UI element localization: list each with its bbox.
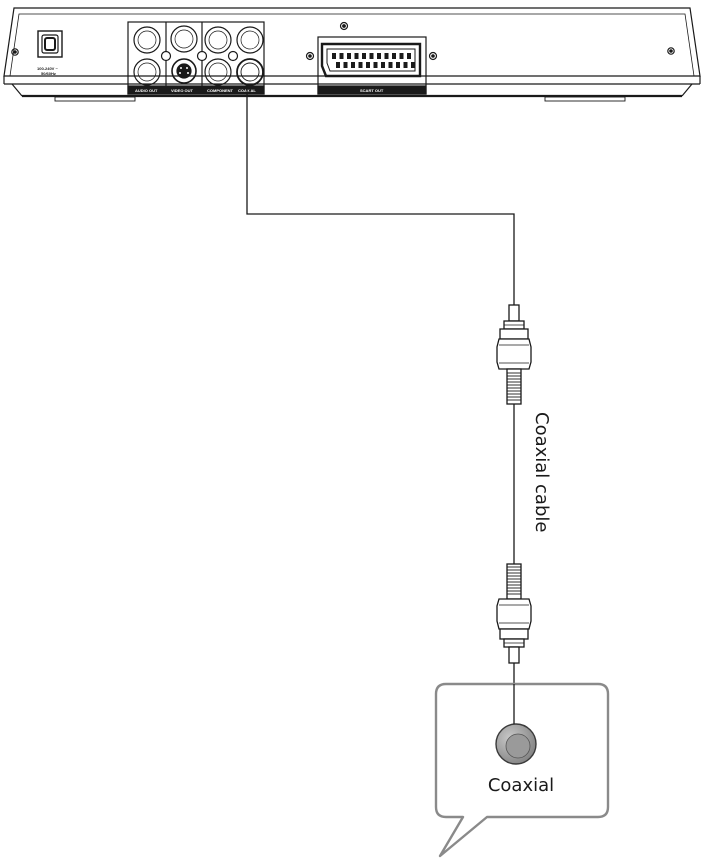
- coaxial-in-port-icon: [495, 723, 537, 765]
- component-pb-jack-icon: [236, 26, 264, 54]
- upper-rca-plug-icon: [496, 304, 532, 405]
- component-y-jack-icon: [204, 26, 232, 54]
- receiver-port-label: Coaxial: [488, 775, 554, 796]
- lower-rca-plug-icon: [496, 563, 532, 664]
- screw-left-icon: [11, 48, 19, 56]
- av-connector-block: [127, 21, 265, 95]
- video-out-label: VIDEO OUT: [171, 88, 194, 93]
- receiver-callout: Coaxial: [434, 682, 610, 858]
- screw-right-icon: [667, 47, 675, 55]
- scart-pins: [332, 53, 415, 68]
- power-label-line2: 50/60Hz: [41, 71, 56, 76]
- scart-label: SCART OUT: [360, 88, 384, 93]
- coaxial-cable: [246, 84, 515, 722]
- audio-out-right-jack-icon: [133, 58, 161, 86]
- cable-label: Coaxial cable: [531, 412, 552, 532]
- coaxial-out-jack-icon: [236, 58, 264, 86]
- scart-connector: [305, 36, 438, 95]
- power-label-line1: 100-240V ~: [37, 66, 58, 71]
- audio-out-left-jack-icon: [133, 26, 161, 54]
- device-rear-panel: 100-240V ~ 50/60Hz AUDIO OUT VIDEO OUT C…: [3, 7, 701, 102]
- screw-top-icon: [339, 21, 349, 31]
- video-out-jack-icon: [170, 25, 198, 53]
- s-video-jack-icon: [171, 58, 197, 84]
- audio-out-label: AUDIO OUT: [135, 88, 158, 93]
- power-inlet: [37, 30, 63, 58]
- component-label: COMPONENT: [207, 88, 234, 93]
- component-pr-jack-icon: [204, 58, 232, 86]
